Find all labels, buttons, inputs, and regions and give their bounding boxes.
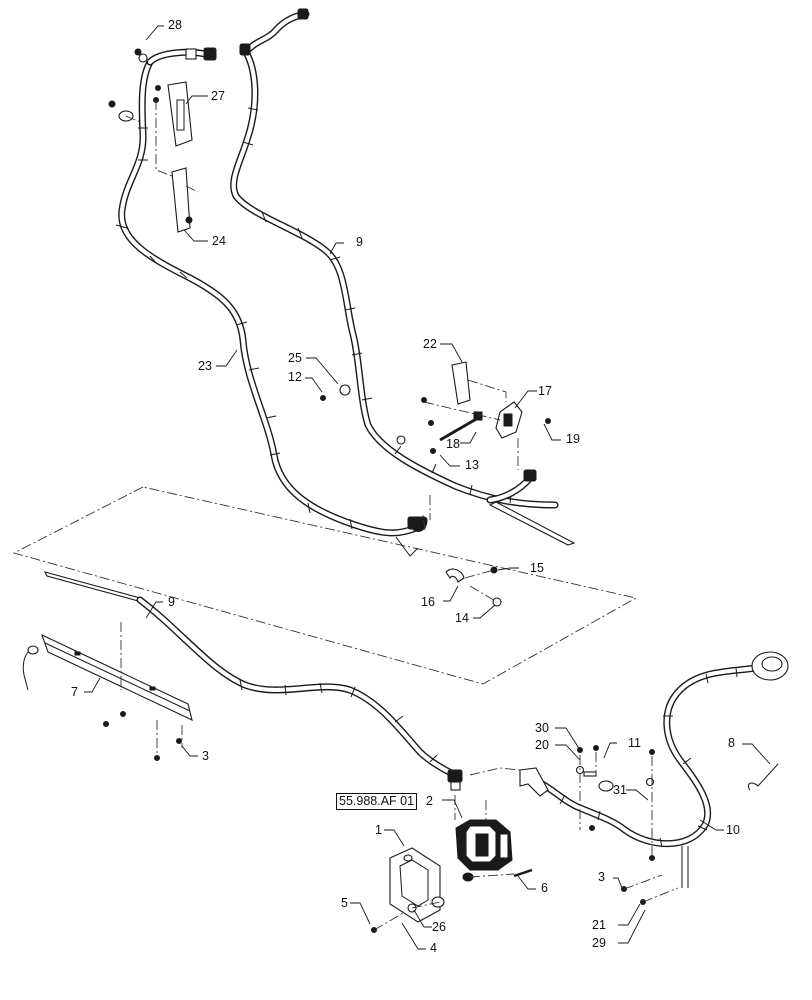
callout-12: 12 [288,370,302,384]
hose-10 [519,651,789,888]
callout-5: 5 [341,896,348,910]
control-valve-2 [455,819,513,871]
callout-21: 21 [592,918,606,932]
callout-9: 9 [168,595,175,609]
hose-9-lower [43,571,463,791]
fitting-17 [495,401,523,439]
leader-lines [84,25,771,950]
retaining-strip-upper [488,501,576,546]
callout-13: 13 [465,458,479,472]
callout-3: 3 [598,870,605,884]
callout-6: 6 [541,881,548,895]
callout-22: 22 [423,337,437,351]
callout-25: 25 [288,351,302,365]
callout-29: 29 [592,936,606,950]
callout-18: 18 [446,437,460,451]
callout-23: 23 [198,359,212,373]
alignment-lines [120,100,679,931]
callout-14: 14 [455,611,469,625]
reference-code[interactable]: 55.988.AF 01 [336,793,418,810]
hose-9-upper [230,8,559,509]
shield-27 [167,81,193,147]
callout-17: 17 [538,384,552,398]
bracket-22 [451,361,471,405]
callout-27: 27 [211,89,225,103]
callout-24: 24 [212,234,226,248]
callout-15: 15 [530,561,544,575]
callout-8: 8 [728,736,735,750]
hose-23 [115,47,428,557]
callout-7: 7 [71,685,78,699]
pin-8 [747,763,779,791]
tube-18 [439,411,483,442]
callout-19: 19 [566,432,580,446]
callout-3: 3 [202,749,209,763]
bracket-24 [171,167,193,233]
callout-10: 10 [726,823,740,837]
clamp-16 [445,566,502,607]
bracket-7 [22,633,193,721]
callout-28: 28 [168,18,182,32]
callout-20: 20 [535,738,549,752]
callout-9: 9 [356,235,363,249]
assembly-frame [12,486,638,685]
callout-1: 1 [375,823,382,837]
callout-26: 26 [432,920,446,934]
callout-4: 4 [430,941,437,955]
callout-11: 11 [628,736,641,750]
callout-31: 31 [613,783,627,797]
callout-16: 16 [421,595,435,609]
mounting-bracket-1 [389,847,474,923]
callout-30: 30 [535,721,549,735]
coupler-11 [583,771,614,792]
callout-2: 2 [426,794,433,808]
pin-6 [513,868,533,878]
